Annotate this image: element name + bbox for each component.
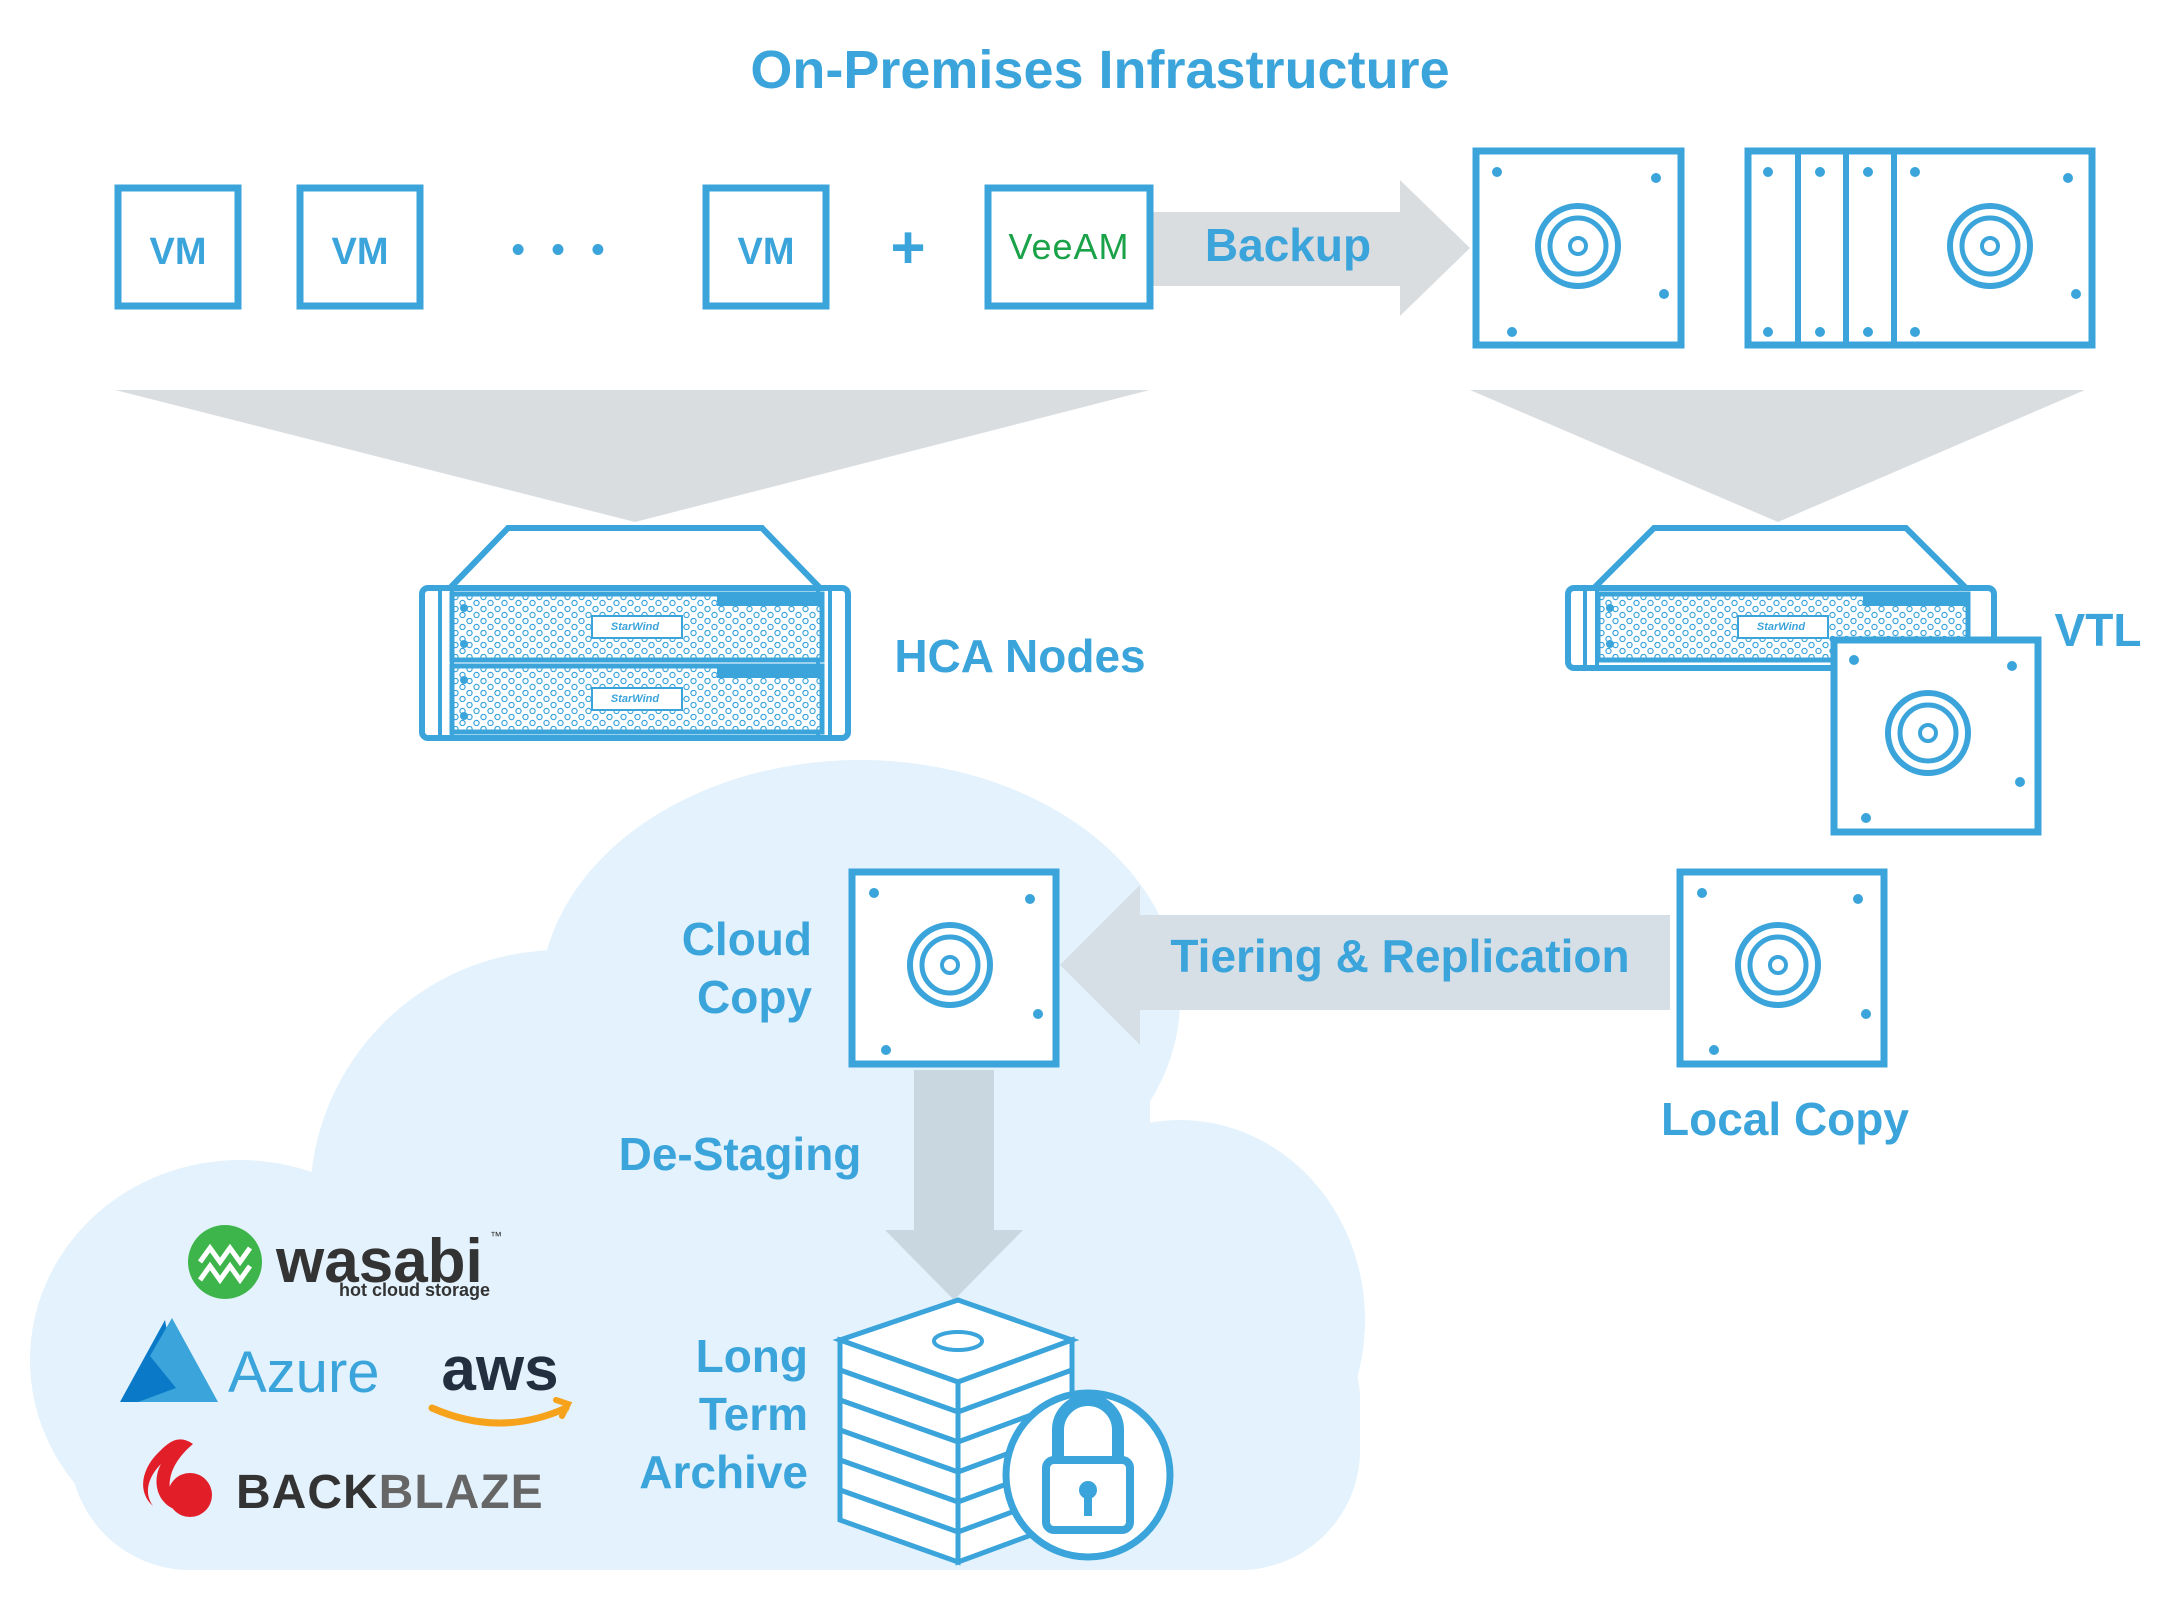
wasabi-logo: wasabi ™ hot cloud storage xyxy=(188,1225,502,1300)
gray-arrows xyxy=(115,180,2085,1300)
server-brand: StarWind xyxy=(1757,621,1805,633)
cloud-copy-label-2: Copy xyxy=(697,971,812,1023)
de-staging-arrow xyxy=(885,1070,1023,1300)
archive-label-1: Long xyxy=(696,1330,808,1382)
vm-label: VM xyxy=(332,231,389,273)
vm-box-1: VM xyxy=(114,184,242,310)
plus-sign: + xyxy=(890,214,925,281)
vtl-label: VTL xyxy=(2055,604,2142,656)
archive-label-3: Archive xyxy=(639,1446,808,1498)
backblaze-wordmark-2: BLAZE xyxy=(379,1466,544,1519)
azure-wordmark: Azure xyxy=(228,1340,380,1405)
local-copy-label: Local Copy xyxy=(1661,1093,1909,1145)
ellipsis: • • • xyxy=(511,229,612,271)
veeam-logo: VeeAM xyxy=(1008,226,1129,267)
tiering-label: Tiering & Replication xyxy=(1170,930,1629,982)
vm-label: VM xyxy=(150,231,207,273)
aws-wordmark: aws xyxy=(441,1335,558,1404)
vm-box-3: VM xyxy=(702,184,830,310)
hca-server: StarWind StarWind xyxy=(419,525,851,741)
backblaze-logo: BACKBLAZE xyxy=(143,1439,544,1519)
wasabi-trademark: ™ xyxy=(490,1229,502,1243)
backblaze-wordmark-1: BACK xyxy=(236,1466,379,1519)
wasabi-wordmark: wasabi xyxy=(275,1227,483,1296)
archive-label-2: Term xyxy=(699,1388,808,1440)
backup-label: Backup xyxy=(1205,219,1371,271)
vm-label: VM xyxy=(738,231,795,273)
azure-logo: Azure xyxy=(120,1318,380,1405)
vtl-funnel xyxy=(1470,390,2085,522)
local-copy-disk xyxy=(1676,868,1888,1068)
aws-logo: aws xyxy=(428,1335,573,1427)
diagram-title: On-Premises Infrastructure xyxy=(750,40,1449,100)
hca-funnel xyxy=(115,390,1150,522)
hca-nodes-label: HCA Nodes xyxy=(894,630,1145,682)
tiering-arrow xyxy=(1060,885,1670,1045)
svg-text:BACKBLAZE: BACKBLAZE xyxy=(236,1466,544,1519)
de-staging-label: De-Staging xyxy=(619,1128,862,1180)
backup-disk xyxy=(1472,147,1685,349)
backup-disk-tapes xyxy=(1744,147,2096,349)
vm-box-2: VM xyxy=(296,184,424,310)
wasabi-tagline: hot cloud storage xyxy=(339,1280,490,1300)
server-brand: StarWind xyxy=(611,621,659,633)
backup-arrow xyxy=(1150,180,1470,316)
lock-icon xyxy=(1002,1389,1174,1561)
vtl-disk xyxy=(1830,636,2042,836)
veeam-box: VeeAM xyxy=(984,184,1154,310)
cloud-copy-disk xyxy=(848,868,1060,1068)
server-brand: StarWind xyxy=(611,693,659,705)
cloud-copy-label-1: Cloud xyxy=(682,913,812,965)
